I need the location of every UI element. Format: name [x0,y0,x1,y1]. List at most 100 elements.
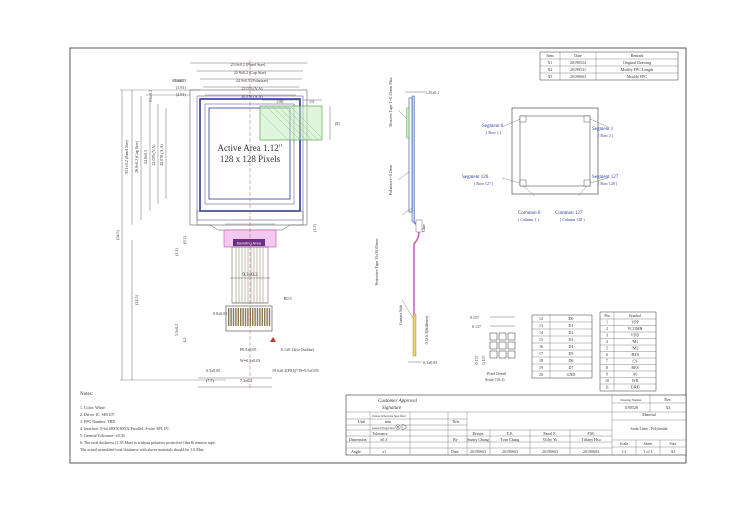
pin-left-sym: D4 [569,344,574,349]
pin-right-head: Pin [604,313,609,318]
glass-ledge [196,210,304,231]
front-view: 25.9±0.2 (Panel Size) 25.9±0.2 (Cap Size… [115,60,340,390]
col1-label: ( Column 1 ) [518,217,539,222]
dim-10: (10) [277,99,284,104]
pixel-detail-caption: Pixel Detail [487,371,507,376]
pin-table-left: 12 D0 13 D1 14 D2 15 D3 16 D4 17 D5 18 D… [531,314,593,379]
projection-symbol-icon [395,424,407,430]
sheet-border [69,47,687,464]
tb-scale-val: 1:1 [621,449,626,454]
vdim-va: 22.076 (V.A) [151,144,156,166]
vdim-fpc: (24.5) [134,295,139,305]
tb-pm-name: Tiffany Hsu [581,437,600,442]
pixel-corner-tr [583,115,591,123]
rev-head-remark: Remark [631,53,644,58]
rev-remark: Original Drawing [623,60,651,65]
pixel-corner-bl [519,179,527,187]
side-protective-label: Protective Tape 15x30.05mm [374,238,379,286]
dim-panel: 25.9±0.2 (Panel Size) [231,62,266,67]
pin-right-sym: E/RD [630,385,639,390]
dim-b4: 7.3±0.2 [240,378,252,383]
pin-right-sym: A0 [633,372,638,377]
rev-head-date: Date [574,53,582,58]
side-glass [411,95,415,223]
note-line: 5. General Tolerance: ±0.30 [80,433,125,438]
tb-sheet: Sheet [644,441,654,446]
row127-label: ( Row 127 ) [474,181,494,186]
pin-right-num: 1 [606,320,608,325]
dim-pol: 24.9±0.5 (Polarizer) [236,78,269,83]
dim-cap: 25.9±0.2 (Cap Size) [234,70,267,75]
pin-left-num: 18 [539,358,543,363]
pin-right-num: 11 [605,385,609,390]
note-line: 6. The total thickness (1.35 Max) is wit… [80,440,216,445]
tb-ee-name: Tom Chang [501,437,520,442]
note-line: 3. FPC Number: TBD [80,419,115,424]
side-glue-box [415,219,423,233]
pixel-corner-br [583,179,591,187]
tb-by: By [453,437,458,442]
pin-right-num: 10 [605,378,609,383]
dim-b1: 0.5±0.05 [206,368,220,373]
tb-dim-tol: ±0.3 [380,437,387,442]
pin-left-num: 17 [539,351,543,356]
active-area [208,107,291,200]
tb-small-b: General Projection [372,426,395,430]
note-line: The actual assembled total thickness wit… [80,447,205,452]
tb-size-val: A3 [671,449,676,454]
notes: Notes: 1. Color: White 2. Driver IC: SH1… [80,392,216,452]
row1-label: ( Row 1 ) [486,130,502,135]
tb-pm-date: 20190603 [583,449,599,454]
tb-material: Material [642,412,656,417]
pin-left-sym: D2 [569,330,574,335]
pin-right-sym: VPP [631,320,639,325]
com127-label: Common 127 [555,211,583,216]
tb-drawn-date: 20190603 [470,449,486,454]
seg0-label: Segment 0 [482,124,504,129]
tb-angle-tol: ±1 [382,449,386,454]
remove-tape [259,105,323,141]
tb-panel-date: 20190603 [542,449,558,454]
pin-left-num: 15 [539,337,543,342]
pin1-marker-icon [270,337,276,342]
vdim-cap: 26.9±0.2 (Cap Size) [134,140,139,173]
dim-5: (5) [310,99,315,104]
panel-outline [189,89,308,226]
tb-approval: Customer Approval [378,399,418,404]
tb-pm: P.M. [587,431,594,436]
pin-right-sym: CS [633,359,638,364]
tb-panel-name: Vicky Yu [543,437,558,442]
note-line: 4. Interface: 8-bit 68XX/80XX Parallel, … [80,426,170,432]
pin-right-num: 5 [606,346,608,351]
revision-table: Item Date Remark X1 20190524 Original Dr… [539,51,679,81]
seg1-label: Segment 1 [592,127,614,132]
tb-number: 1190528 [624,405,638,410]
pin-right-sym: /M2 [632,346,639,351]
side-stiffener-label: 0.5±0.3(Stiffener) [424,315,429,344]
fpc-stiffener [225,305,273,332]
bending-area-tag [233,239,265,246]
dim-r: R0.5 [284,296,292,301]
pixels-label: 128 x 128 Pixels [220,154,281,164]
pin-right-sym: WR [632,378,639,383]
dim-2: (1.91) [176,85,186,90]
dim-1: 0.5±0.5 [174,78,186,83]
pin-right-num: 8 [606,365,608,370]
tb-sheet-val: 1 of 1 [643,449,652,454]
row2-label: ( Row 2 ) [598,133,614,138]
bending-area-label: Bending Area [237,241,262,246]
tb-title-label: Title [452,419,460,424]
side-polarizer [408,97,413,213]
side-polarizer-label: Polarizer t=0.2mm [388,164,393,195]
rev-remark: Modify FPC Length [621,67,653,72]
row128-label: ( Row 128 ) [598,181,618,186]
dim-aa: 20.076 (A.A) [241,94,263,99]
dim-outline: 0.1±0.12(to Outline) [281,347,315,352]
pixel-dim-2: 0.137 [472,324,481,329]
side-view: 1.25±0.1 Glue Remove Tape T=0.15mm Max P… [374,77,439,365]
tb-drawn: Drawn [473,431,484,436]
pixel-map: Segment 0 ( Row 1 ) Segment 1 ( Row 2 ) … [462,107,619,222]
rev-date: 20190531 [570,67,586,72]
pixel-detail: 0.157 0.137 0.137 0.157 Pixel Detail Sca… [470,315,516,382]
pin-left-sym: D1 [569,323,574,328]
